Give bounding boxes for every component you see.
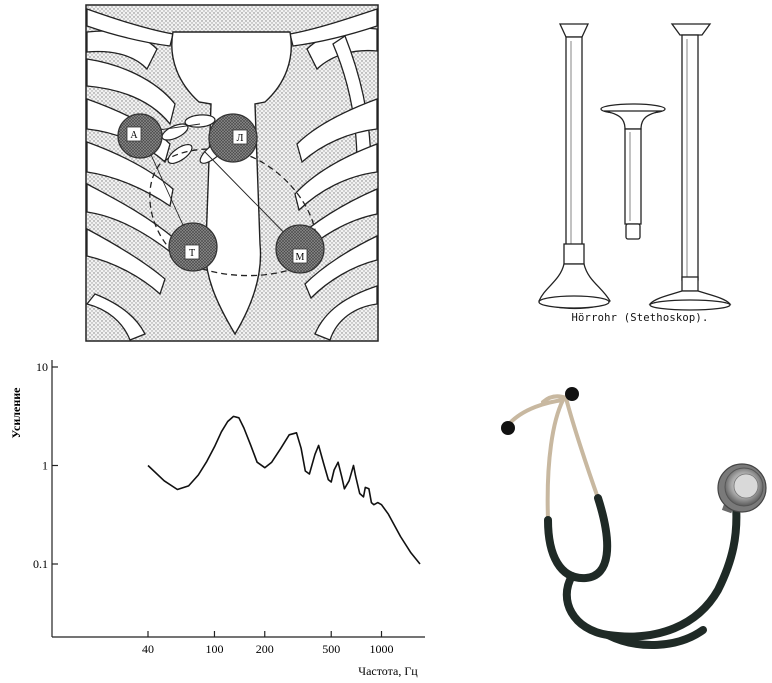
x-axis-label: Частота, Гц [358,664,418,678]
y-axis-label: Усиление [9,387,23,439]
eartip-left [501,421,515,435]
sternum [171,31,292,336]
gain-curve [147,415,421,565]
y-tick-label: 0.1 [33,557,48,571]
chest-auscultation-diagram: А Л Т М [85,4,379,342]
chest-piece [717,463,767,514]
x-tick-label: 100 [205,642,223,656]
auscultation-point-a: А [117,113,163,159]
svg-text:Т: Т [189,248,195,259]
x-tick-label: 1000 [370,642,394,656]
tube-right [648,23,732,311]
auscultation-point-m: М [275,224,325,274]
tube-middle [600,103,666,240]
svg-text:М: М [296,252,305,263]
x-tick-label: 40 [142,642,154,656]
historical-stethoscope-tubes [538,23,732,311]
svg-text:А: А [130,130,138,141]
ribs-right [289,27,378,341]
rubber-tubing [544,494,741,650]
x-tick-label: 200 [256,642,274,656]
binaural-tubes [506,394,600,522]
modern-stethoscope [501,387,767,650]
y-ticks: 0.1 1 10 [33,360,58,571]
tube-left [538,23,611,310]
auscultation-point-l: Л [208,113,258,163]
frequency-response-chart: 0.1 1 10 40 100 200 500 1000 Усиление Частота,… [9,360,425,678]
eartip-right [565,387,579,401]
x-ticks: 40 100 200 500 1000 [142,631,394,656]
y-tick-label: 1 [42,459,48,473]
x-tick-label: 500 [322,642,340,656]
auscultation-point-t: Т [168,222,218,272]
clavicles [86,8,378,47]
svg-text:Л: Л [237,133,244,144]
y-tick-label: 10 [36,360,48,374]
tube-caption: Hörrohr (Stethoskop). [571,312,709,324]
